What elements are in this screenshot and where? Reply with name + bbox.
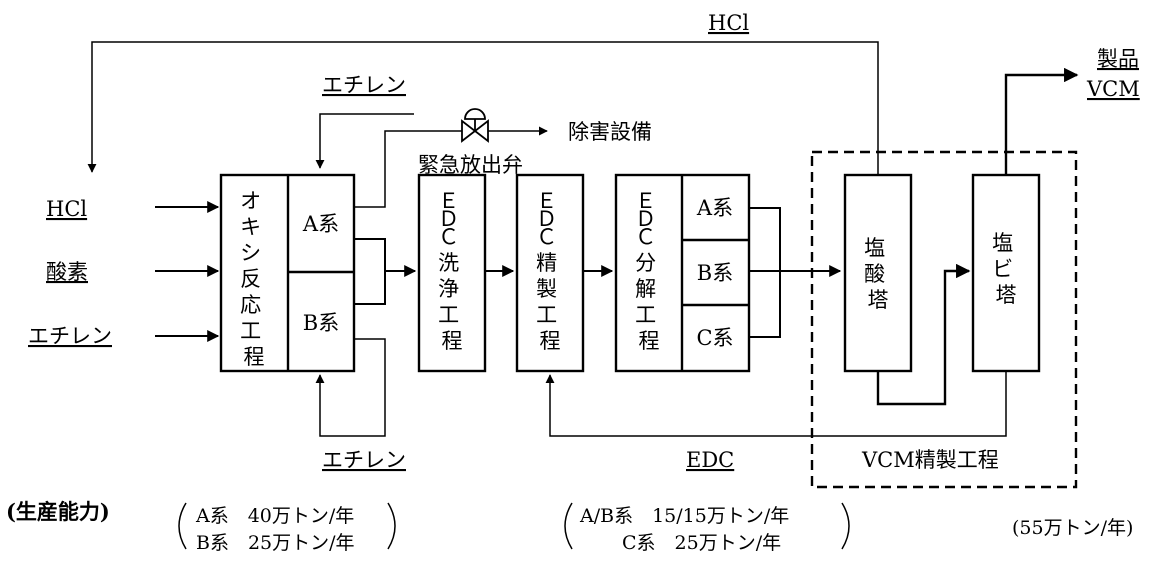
hcl-tower <box>843 173 913 373</box>
emergency-valve-icon <box>461 108 489 143</box>
capacity-heading: (生産能力) <box>6 499 110 524</box>
crack-capacity-line2: C系 25万トン/年 <box>622 532 781 554</box>
oxy-capacity-line1: A系 40万トン/年 <box>195 505 354 527</box>
edc-crack-label: Ｅ Ｄ Ｃ 分 解 工 程 <box>635 189 663 353</box>
crack-capacity-brackets <box>564 502 850 550</box>
crack-a-label: A系 <box>696 196 733 220</box>
hcl-to-vcm-line <box>876 263 971 406</box>
edc-refine-block <box>515 173 585 373</box>
crack-b-label: B系 <box>697 261 733 285</box>
oxy-reaction-label: オ キ シ 反 応 工 程 <box>240 189 268 369</box>
oxy-capacity-line2: B系 25万トン/年 <box>196 532 355 554</box>
ethylene-top-line <box>315 113 414 169</box>
abatement-label: 除害設備 <box>568 120 652 144</box>
vcm-tower-label: 塩 ビ 塔 <box>992 231 1020 307</box>
crack-merge-lines <box>749 207 842 338</box>
product-vcm-label: VCM <box>1086 77 1140 101</box>
input-hcl-label: HCl <box>46 197 87 221</box>
vcm-purification-label: VCM精製工程 <box>861 448 999 472</box>
product-label: 製品 <box>1097 47 1139 71</box>
input-arrows <box>155 201 220 342</box>
vent-line <box>354 126 548 208</box>
edc-recycle-label: EDC <box>686 448 734 472</box>
oxy-a-label: A系 <box>302 212 339 236</box>
edc-refine-label: Ｅ Ｄ Ｃ 精 製 工 程 <box>536 189 564 353</box>
ethylene-bottom-line <box>315 338 386 437</box>
oxy-merge-lines <box>354 238 417 305</box>
oxy-b-label: B系 <box>303 311 339 335</box>
product-line <box>1004 67 1079 175</box>
hcl-tower-label: 塩 酸 塔 <box>864 236 892 312</box>
oxy-reaction-block <box>219 173 356 373</box>
ethylene-top-label: エチレン <box>322 73 406 97</box>
edc-crack-block <box>614 173 751 373</box>
edc-wash-label: Ｅ Ｄ Ｃ 洗 浄 工 程 <box>438 189 466 353</box>
crack-c-label: C系 <box>696 326 733 350</box>
hcl-recycle-label: HCl <box>708 11 749 35</box>
hcl-recycle-line <box>87 41 879 175</box>
ethylene-bottom-label: エチレン <box>322 448 406 472</box>
input-oxygen-label: 酸素 <box>46 260 88 284</box>
emergency-valve-label: 緊急放出弁 <box>418 153 523 177</box>
oxy-capacity-brackets <box>178 502 396 550</box>
input-ethylene-label: エチレン <box>28 324 112 348</box>
crack-capacity-line1: A/B系 15/15万トン/年 <box>579 505 789 527</box>
edc-wash-block <box>417 173 487 373</box>
vcm-capacity: (55万トン/年) <box>1012 517 1133 539</box>
edc-recycle-line <box>545 371 1007 437</box>
vcm-purification-region <box>810 150 1078 489</box>
